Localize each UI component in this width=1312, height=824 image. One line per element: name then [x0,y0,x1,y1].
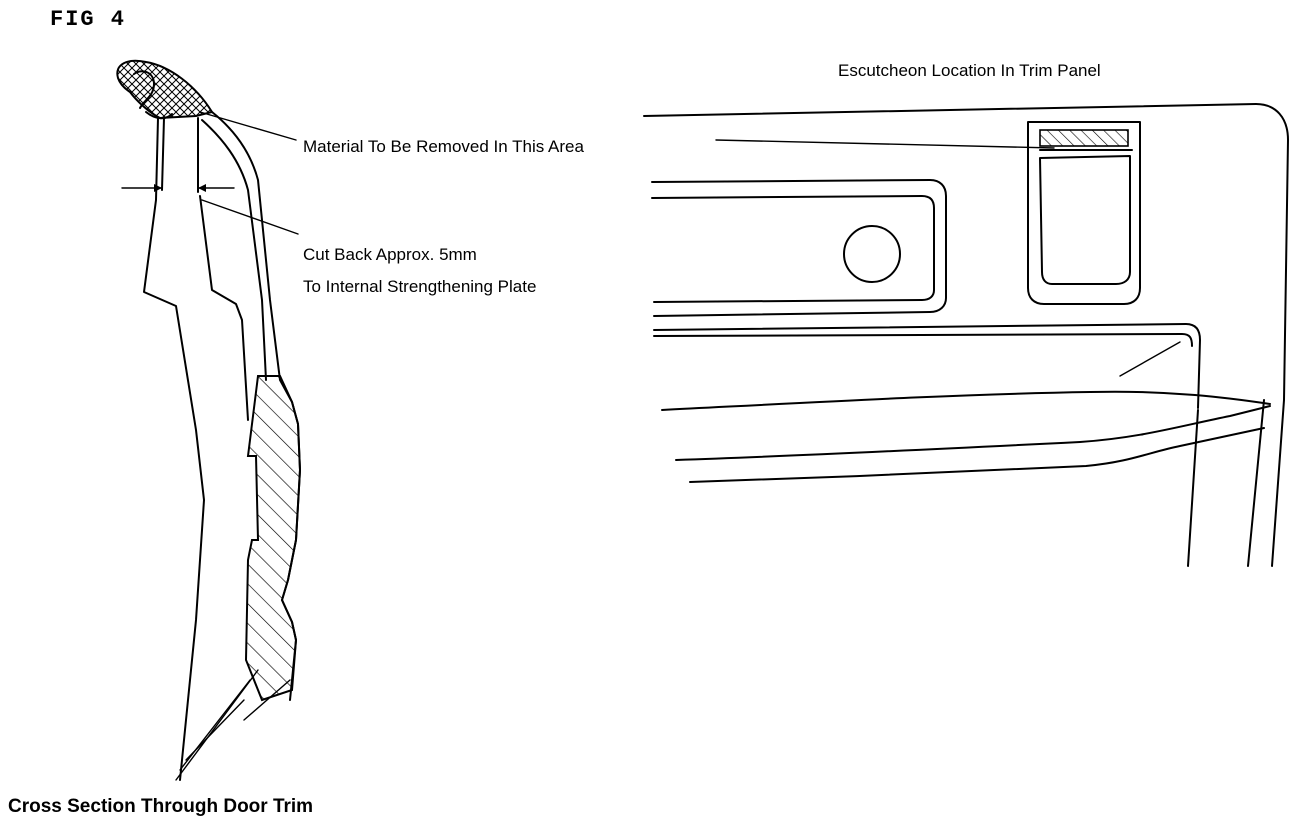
figure-number: FIG 4 [50,7,126,32]
cut-back-label: Cut Back Approx. 5mm [303,245,477,264]
trim-panel-drawing [643,103,1289,567]
handle-circle [843,225,901,283]
cut-back-label-2: To Internal Strengthening Plate [303,277,536,296]
material-removed-label: Material To Be Removed In This Area [303,137,585,156]
cross-section-drawing [116,59,302,781]
cross-section-caption: Cross Section Through Door Trim [8,796,313,817]
escutcheon-location-label: Escutcheon Location In Trim Panel [838,61,1101,80]
material-removal-zone [116,59,214,120]
escutcheon-hatched-strip [1039,129,1129,147]
hatched-section [244,375,302,702]
